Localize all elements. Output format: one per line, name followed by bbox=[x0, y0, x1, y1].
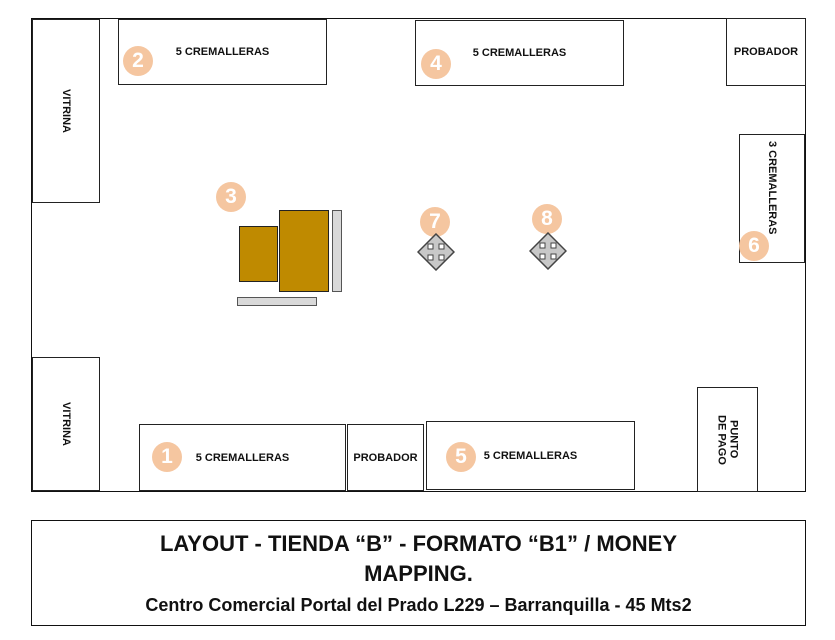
rack-2: 5 CREMALLERAS bbox=[118, 19, 327, 85]
title-box: LAYOUT - TIENDA “B” - FORMATO “B1” / MON… bbox=[31, 520, 806, 626]
title-line2: MAPPING. bbox=[364, 561, 473, 586]
punto-de-pago-line1: PUNTO bbox=[727, 420, 740, 459]
probador-top-label: PROBADOR bbox=[733, 46, 799, 58]
marker-5: 5 bbox=[446, 442, 476, 472]
marker-6: 6 bbox=[739, 231, 769, 261]
vitrina-top: VITRINA bbox=[32, 19, 100, 203]
rack-4-label: 5 CREMALLERAS bbox=[472, 47, 567, 59]
vitrina-bottom-label: VITRINA bbox=[60, 402, 72, 446]
move-icon bbox=[529, 232, 567, 270]
probador-bottom: PROBADOR bbox=[347, 424, 424, 491]
probador-bottom-label: PROBADOR bbox=[353, 451, 418, 464]
rack-2-label: 5 CREMALLERAS bbox=[175, 46, 270, 58]
rack-1-label: 5 CREMALLERAS bbox=[195, 451, 290, 464]
vitrina-bottom: VITRINA bbox=[32, 357, 100, 491]
subtitle: Centro Comercial Portal del Prado L229 –… bbox=[145, 595, 692, 615]
probador-top: PROBADOR bbox=[726, 18, 806, 86]
rack-4: 5 CREMALLERAS bbox=[415, 20, 624, 86]
marker-1: 1 bbox=[152, 442, 182, 472]
shelf-horizontal bbox=[237, 297, 317, 306]
display-table-large bbox=[279, 210, 329, 292]
punto-de-pago-line2: DE PAGO bbox=[715, 414, 728, 465]
store-floor-plan bbox=[31, 18, 806, 492]
marker-7: 7 bbox=[420, 207, 450, 237]
rack-6-label: 3 CREMALLERAS bbox=[766, 141, 778, 235]
move-icon bbox=[417, 233, 455, 271]
display-table-small bbox=[239, 226, 278, 282]
marker-8: 8 bbox=[532, 204, 562, 234]
vitrina-top-label: VITRINA bbox=[60, 89, 72, 133]
rack-6: 3 CREMALLERAS bbox=[739, 134, 805, 263]
rack-5-label: 5 CREMALLERAS bbox=[483, 449, 578, 462]
title-line1: LAYOUT - TIENDA “B” - FORMATO “B1” / MON… bbox=[159, 531, 677, 556]
marker-2: 2 bbox=[123, 46, 153, 76]
marker-4: 4 bbox=[421, 49, 451, 79]
marker-3: 3 bbox=[216, 182, 246, 212]
shelf-vertical bbox=[332, 210, 342, 292]
